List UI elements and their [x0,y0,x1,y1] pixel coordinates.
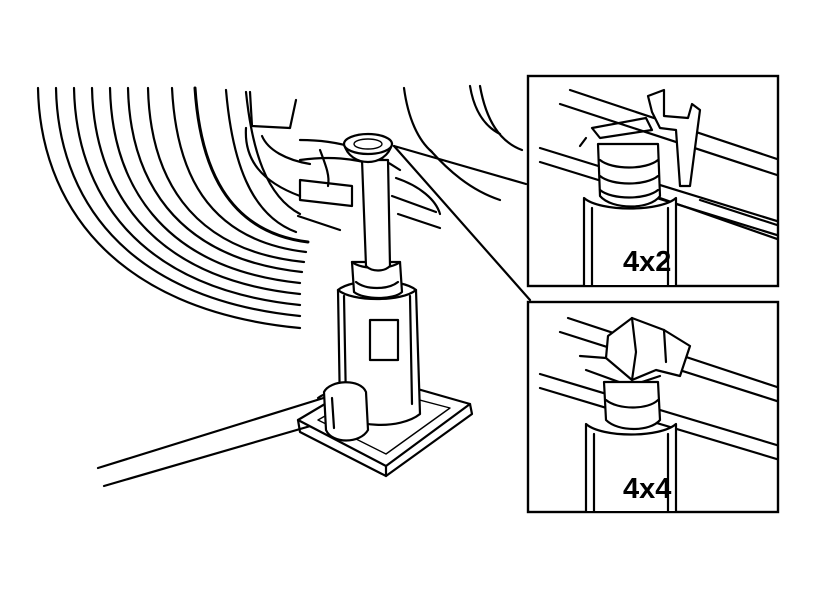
inset-4x2: 4x2 [526,74,780,288]
inset-4x4: 4x4 [526,300,780,514]
inset-label-4x4: 4x4 [623,473,671,505]
hub-and-suspension [244,84,524,232]
inset-label-4x2: 4x2 [623,246,671,278]
jack-ram [342,132,404,300]
callout-leader-lines [392,144,532,302]
jack-body [322,279,422,442]
tire [36,86,310,330]
